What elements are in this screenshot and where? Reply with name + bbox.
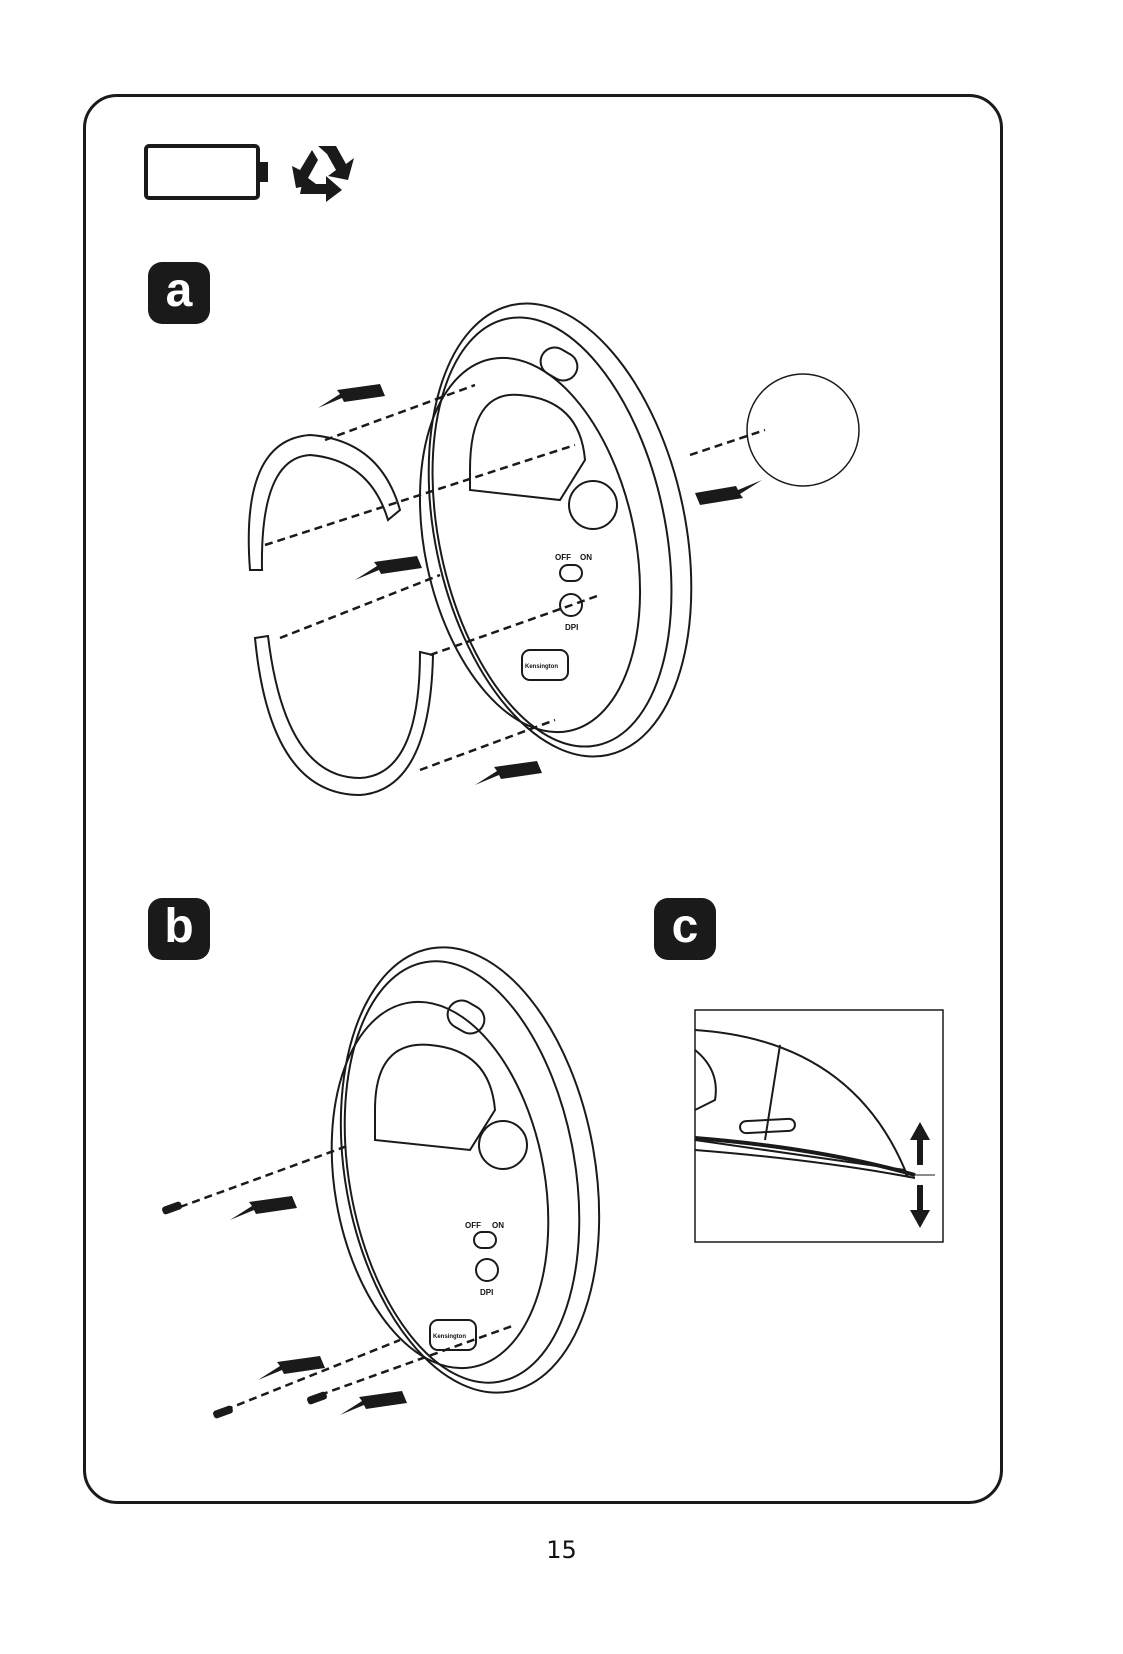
brand-label-b: Kensington [433,1334,466,1340]
battery-empty-icon [144,144,268,200]
mouse-bottom-view-a: OFF ON DPI Kensington [418,302,693,758]
height-adjust-detail [694,1009,944,1243]
mouse-bottom-view-b: OFF ON DPI Kensington [330,946,601,1394]
off-label: OFF [555,553,571,562]
arrows-b [230,1196,407,1415]
arrow-down-icon [910,1185,930,1228]
guide-lines-b [179,1143,516,1412]
glide-pad-bottom [253,634,435,797]
arrow-up-icon [910,1122,930,1165]
on-label: ON [580,553,592,562]
step-b-badge: b [148,898,210,960]
round-pad [746,373,860,487]
recycle-icon [292,146,354,202]
glide-pad-top [247,433,402,571]
page-number: 15 [546,1536,577,1564]
on-label-b: ON [492,1221,504,1230]
off-label-b: OFF [465,1221,481,1230]
step-a-badge: a [148,262,210,324]
guide-lines-a [264,383,766,772]
instruction-panel [83,94,1003,1504]
dpi-label-b: DPI [480,1288,493,1297]
screws-b [162,1201,327,1419]
arrows-a [318,384,762,785]
step-c-badge: c [654,898,716,960]
dpi-label: DPI [565,623,578,632]
brand-label: Kensington [525,664,558,670]
